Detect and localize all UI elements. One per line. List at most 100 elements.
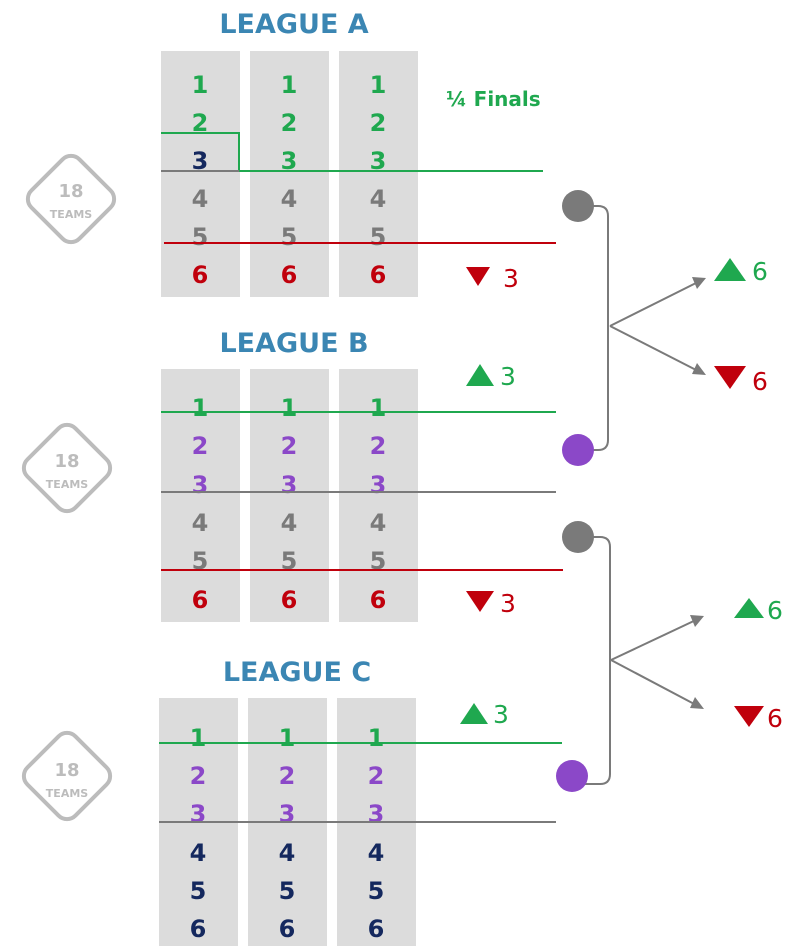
league-c-col3-position-6: 6 (368, 915, 385, 943)
league-b-col3-position-2: 2 (370, 432, 387, 460)
playoff-1-bracket-line (578, 205, 609, 451)
league-c-col1-position-1: 1 (190, 724, 207, 752)
league-a-col3-position-2: 2 (370, 109, 387, 137)
league-a-col2-position-1: 1 (281, 71, 298, 99)
league-c-col1-position-3: 3 (190, 800, 207, 828)
playoff-1-down-arrow (609, 325, 701, 373)
league-a-column-2 (250, 51, 329, 297)
playoff-2-up-arrowhead-icon (690, 615, 704, 627)
league-a-col2-position-3: 3 (281, 147, 298, 175)
playoff-2-up-arrow (610, 618, 699, 661)
league-a-col1-position-4: 4 (192, 185, 209, 213)
league-b-col1-position-5: 5 (192, 547, 209, 575)
league-c-col2-position-3: 3 (279, 800, 296, 828)
league-b-badge-number: 18 (54, 451, 79, 472)
league-b-title: LEAGUE B (219, 328, 368, 359)
league-a-col1-position-3: 3 (192, 147, 209, 175)
league-a-col2-position-5: 5 (281, 223, 298, 251)
league-b-col2-position-2: 2 (281, 432, 298, 460)
league-b-col3-position-1: 1 (370, 394, 387, 422)
league-b-relegation-down-icon (466, 591, 494, 612)
league-c-badge-number: 18 (54, 760, 79, 781)
league-b-badge-label: TEAMS (46, 478, 88, 491)
playoff-2-relegation-down-icon (734, 706, 764, 727)
playoff-1-bottom-node (562, 434, 594, 466)
league-a-col3-position-1: 1 (370, 71, 387, 99)
league-b-col1-position-1: 1 (192, 394, 209, 422)
league-c-col2-position-6: 6 (279, 915, 296, 943)
league-a-relegation-count: 3 (503, 264, 519, 293)
league-a-quarterfinal-line (161, 132, 543, 172)
league-a-badge-number: 18 (58, 181, 83, 202)
league-a-col2-position-6: 6 (281, 261, 298, 289)
playoff-1-top-node (562, 190, 594, 222)
league-a-col1-position-2: 2 (192, 109, 209, 137)
league-b-col3-position-3: 3 (370, 471, 387, 499)
league-a-col2-position-4: 4 (281, 185, 298, 213)
playoff-1-relegation-count: 6 (752, 367, 768, 396)
league-b-col3-position-6: 6 (370, 586, 387, 614)
league-b-col1-position-6: 6 (192, 586, 209, 614)
league-b-col2-position-5: 5 (281, 547, 298, 575)
playoff-2-promotion-count: 6 (767, 596, 783, 625)
league-b-teams-badge: 18 TEAMS (21, 422, 113, 514)
league-b-badge-diamond (21, 422, 113, 514)
league-c-col2-position-5: 5 (279, 877, 296, 905)
league-a-col2-position-2: 2 (281, 109, 298, 137)
league-b-promotion-up-icon (466, 364, 494, 386)
playoff-1-up-arrowhead-icon (692, 277, 706, 289)
league-c-badge-label: TEAMS (46, 787, 88, 800)
league-c-col3-position-1: 1 (368, 724, 385, 752)
league-a-title: LEAGUE A (219, 9, 368, 40)
league-b-col3-position-4: 4 (370, 509, 387, 537)
playoff-1-promotion-count: 6 (752, 257, 768, 286)
playoff-1-promotion-up-icon (714, 258, 746, 281)
league-c-col2-position-1: 1 (279, 724, 296, 752)
league-c-col3-position-2: 2 (368, 762, 385, 790)
league-b-col3-position-5: 5 (370, 547, 387, 575)
playoff-1-relegation-down-icon (714, 366, 746, 389)
league-c-title: LEAGUE C (223, 657, 371, 688)
league-a-col3-position-6: 6 (370, 261, 387, 289)
league-b-promotion-count: 3 (500, 362, 516, 391)
league-b-relegation-count: 3 (500, 589, 516, 618)
playoff-2-bottom-node (556, 760, 588, 792)
league-b-col1-position-4: 4 (192, 509, 209, 537)
league-a-relegation-down-icon (466, 267, 490, 286)
league-c-col1-position-4: 4 (190, 839, 207, 867)
league-a-column-3 (339, 51, 418, 297)
league-a-col1-position-1: 1 (192, 71, 209, 99)
league-c-col1-position-6: 6 (190, 915, 207, 943)
league-a-col3-position-3: 3 (370, 147, 387, 175)
league-c-col3-position-3: 3 (368, 800, 385, 828)
playoff-1-bracket: 6 6 (562, 190, 768, 466)
league-c-badge-diamond (21, 730, 113, 822)
league-c-promotion-up-icon (460, 703, 488, 724)
league-a-column-1 (161, 51, 240, 297)
league-a-col3-position-4: 4 (370, 185, 387, 213)
playoff-2-down-arrowhead-icon (690, 697, 704, 709)
playoff-2-relegation-count: 6 (767, 704, 783, 733)
league-a-badge-label: TEAMS (50, 208, 92, 221)
league-c-promotion-count: 3 (493, 700, 509, 729)
quarter-finals-label: ¼ Finals (446, 87, 541, 111)
league-b-col2-position-4: 4 (281, 509, 298, 537)
league-c-col1-position-2: 2 (190, 762, 207, 790)
league-a-table (161, 51, 418, 297)
league-c-col2-position-4: 4 (279, 839, 296, 867)
league-b-col2-position-3: 3 (281, 471, 298, 499)
playoff-2-bracket-line (572, 536, 611, 785)
league-c-col1-position-5: 5 (190, 877, 207, 905)
league-a-col1-position-6: 6 (192, 261, 209, 289)
league-c-col3-position-5: 5 (368, 877, 385, 905)
playoff-2-top-node (562, 521, 594, 553)
playoff-2-bracket: 6 6 (556, 521, 783, 792)
playoff-2-promotion-up-icon (734, 598, 764, 618)
league-c-teams-badge: 18 TEAMS (21, 730, 113, 822)
league-c-col3-position-4: 4 (368, 839, 385, 867)
league-b-col2-position-1: 1 (281, 394, 298, 422)
league-c-col2-position-2: 2 (279, 762, 296, 790)
